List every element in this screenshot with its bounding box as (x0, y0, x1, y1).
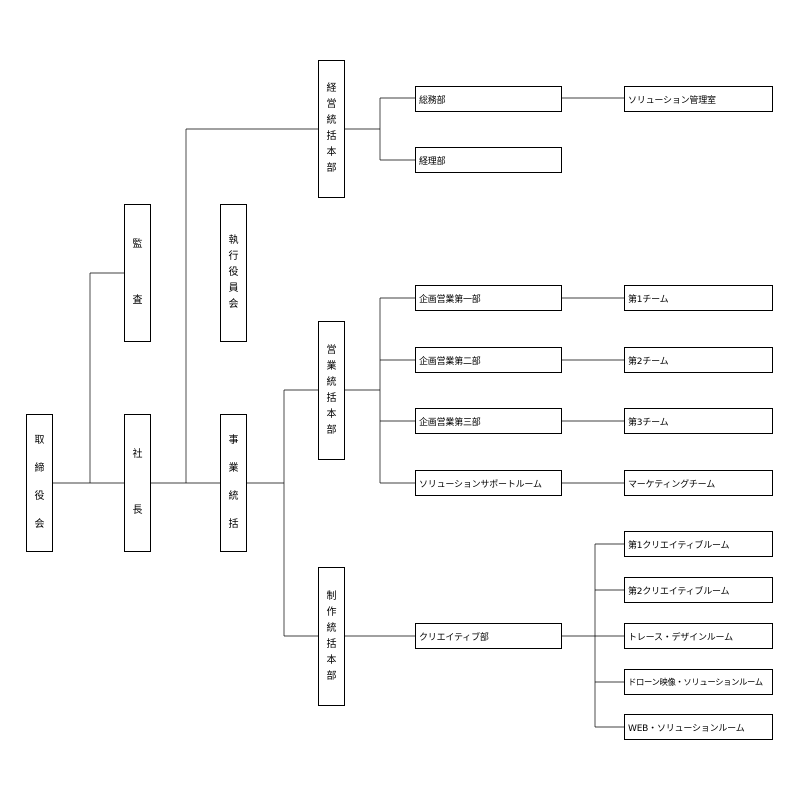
production-hq-char: 部 (326, 670, 337, 682)
audit-char: 監 (132, 239, 143, 250)
creative-dept-label: クリエイティブ部 (419, 632, 489, 643)
business-supervision-char: 事 (228, 435, 239, 446)
management-hq-box: 経 営 統 括 本 部 (318, 60, 345, 198)
board-char: 役 (34, 491, 45, 502)
planning-sales-1-label: 企画営業第一部 (419, 294, 481, 305)
production-hq-char: 作 (326, 606, 337, 618)
planning-sales-3-label: 企画営業第三部 (419, 417, 481, 428)
trace-design-room-box: トレース・デザインルーム (624, 623, 773, 649)
sales-hq-char: 部 (326, 424, 337, 436)
executive-officers-char: 役 (228, 267, 239, 278)
web-solution-room-label: WEB・ソリューションルーム (628, 723, 745, 734)
business-supervision-char: 括 (228, 519, 239, 530)
audit-box: 監 査 (124, 204, 151, 342)
marketing-team-label: マーケティングチーム (628, 479, 716, 490)
management-hq-char: 統 (326, 115, 337, 126)
president-char: 長 (132, 505, 143, 516)
president-char: 社 (132, 449, 143, 460)
management-hq-char: 括 (326, 131, 337, 142)
sales-hq-char: 統 (326, 376, 337, 388)
trace-design-room-label: トレース・デザインルーム (628, 632, 733, 643)
production-hq-box: 制 作 統 括 本 部 (318, 567, 345, 706)
team-2-box: 第2チーム (624, 347, 773, 373)
management-hq-char: 本 (326, 147, 337, 158)
board-char: 会 (34, 519, 45, 530)
team-2-label: 第2チーム (628, 356, 669, 367)
team-1-box: 第1チーム (624, 285, 773, 311)
drone-video-room-label: ドローン映像・ソリューションルーム (628, 677, 763, 687)
marketing-team-box: マーケティングチーム (624, 470, 773, 496)
creative-room-1-label: 第1クリエイティブルーム (628, 540, 730, 551)
planning-sales-3-box: 企画営業第三部 (415, 408, 562, 434)
executive-officers-char: 行 (228, 251, 239, 262)
planning-sales-2-label: 企画営業第二部 (419, 356, 481, 367)
solution-management-box: ソリューション管理室 (624, 86, 773, 112)
business-supervision-box: 事 業 統 括 (220, 414, 247, 552)
sales-hq-char: 営 (326, 344, 337, 356)
solution-support-box: ソリューションサポートルーム (415, 470, 562, 496)
executive-officers-char: 員 (228, 283, 239, 294)
sales-hq-char: 括 (326, 392, 337, 404)
audit-char: 査 (132, 295, 143, 306)
management-hq-char: 部 (326, 163, 337, 174)
business-supervision-char: 業 (228, 463, 239, 474)
planning-sales-1-box: 企画営業第一部 (415, 285, 562, 311)
creative-room-2-label: 第2クリエイティブルーム (628, 586, 730, 597)
production-hq-char: 本 (326, 654, 337, 666)
accounting-box: 経理部 (415, 147, 562, 173)
sales-hq-char: 業 (326, 360, 337, 372)
executive-officers-box: 執 行 役 員 会 (220, 204, 247, 342)
accounting-label: 経理部 (419, 156, 446, 167)
board-of-directors-box: 取 締 役 会 (26, 414, 53, 552)
president-box: 社 長 (124, 414, 151, 552)
production-hq-char: 括 (326, 638, 337, 650)
production-hq-char: 統 (326, 622, 337, 634)
planning-sales-2-box: 企画営業第二部 (415, 347, 562, 373)
web-solution-room-box: WEB・ソリューションルーム (624, 714, 773, 740)
board-char: 締 (34, 463, 45, 474)
creative-room-1-box: 第1クリエイティブルーム (624, 531, 773, 557)
general-affairs-label: 総務部 (419, 95, 446, 106)
management-hq-char: 営 (326, 99, 337, 110)
team-3-box: 第3チーム (624, 408, 773, 434)
management-hq-char: 経 (326, 83, 337, 94)
business-supervision-char: 統 (228, 491, 239, 502)
drone-video-room-box: ドローン映像・ソリューションルーム (624, 669, 773, 695)
sales-hq-box: 営 業 統 括 本 部 (318, 321, 345, 460)
solution-management-label: ソリューション管理室 (628, 95, 716, 106)
general-affairs-box: 総務部 (415, 86, 562, 112)
team-1-label: 第1チーム (628, 294, 669, 305)
solution-support-label: ソリューションサポートルーム (419, 479, 542, 490)
executive-officers-char: 会 (228, 299, 239, 310)
executive-officers-char: 執 (228, 235, 239, 246)
creative-dept-box: クリエイティブ部 (415, 623, 562, 649)
sales-hq-char: 本 (326, 408, 337, 420)
board-char: 取 (34, 435, 45, 446)
team-3-label: 第3チーム (628, 417, 669, 428)
creative-room-2-box: 第2クリエイティブルーム (624, 577, 773, 603)
production-hq-char: 制 (326, 590, 337, 602)
